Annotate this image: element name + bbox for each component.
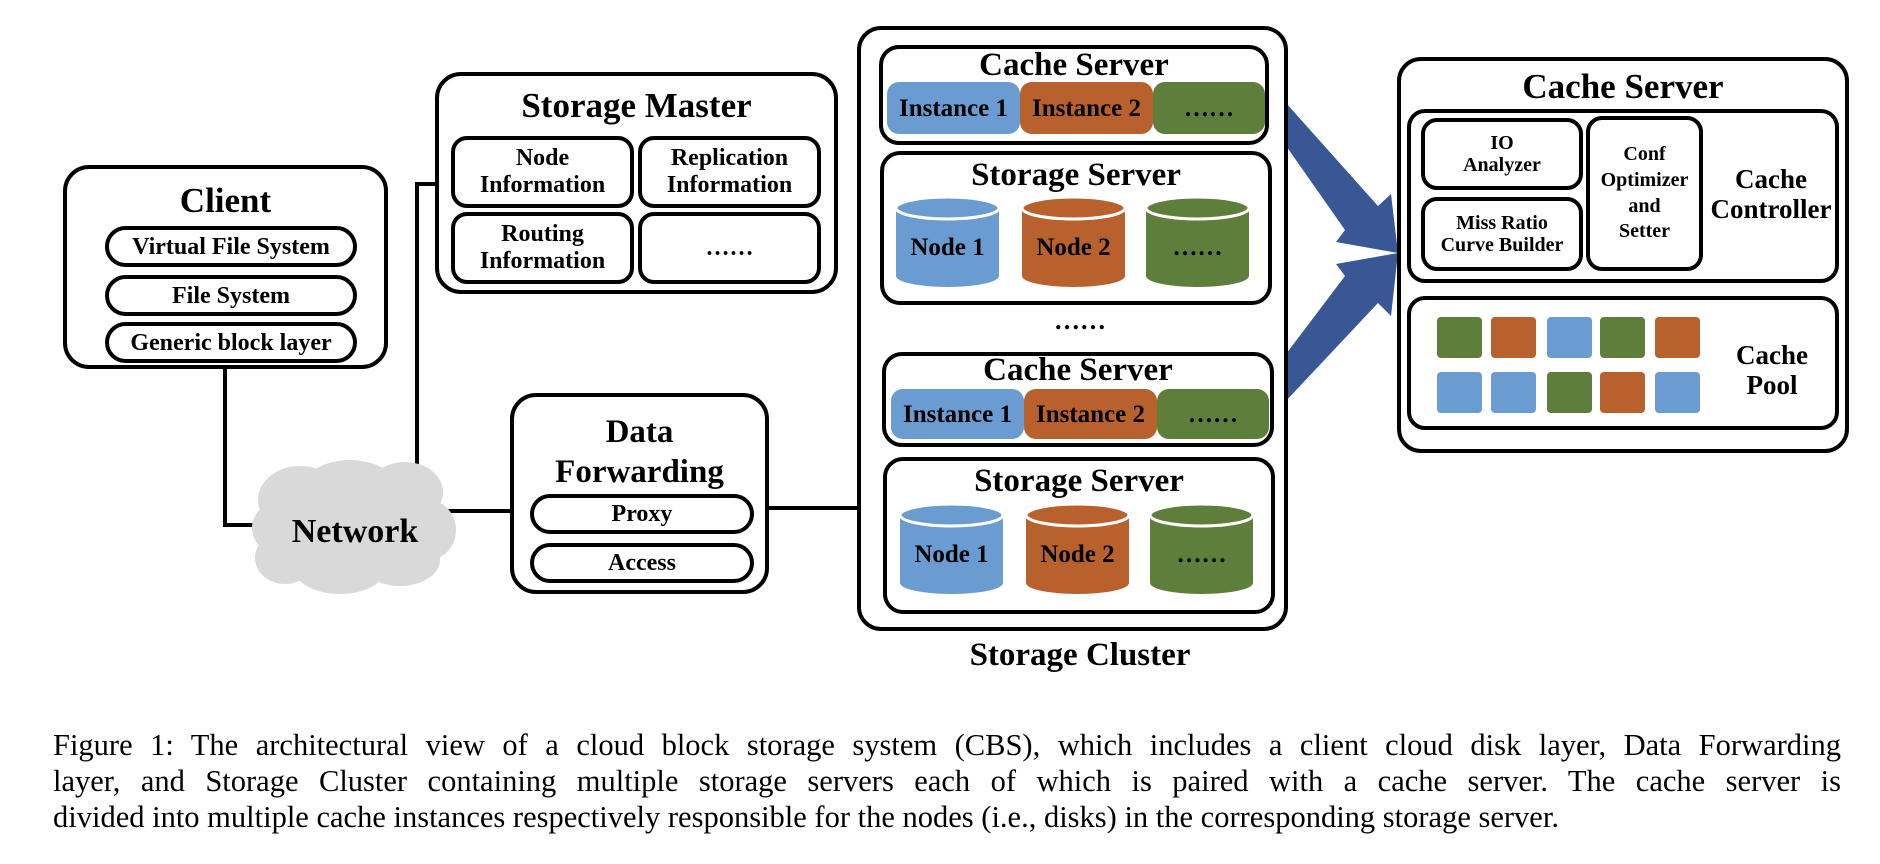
cylinder-top: [1024, 502, 1131, 528]
caption-line-1: Figure 1: The architectural view of a cl…: [53, 728, 1841, 762]
client-box: Client Virtual File System File System G…: [63, 165, 388, 369]
cylinder-body: [1150, 515, 1253, 594]
cylinder-body: [900, 515, 1003, 594]
cache-server-1-title: Cache Server: [979, 47, 1169, 83]
cache-block: [1600, 317, 1645, 358]
storage-node-cylinder-icon: Node 1: [894, 195, 1001, 287]
cache-block: [1655, 317, 1700, 358]
cylinder-top: [1020, 195, 1127, 221]
cluster-ellipsis: ……: [1054, 306, 1106, 335]
client-title: Client: [179, 181, 272, 220]
storage-cluster-label: Storage Cluster: [969, 637, 1191, 673]
replication-information-cell: Replication Information: [638, 136, 821, 208]
cache-server-2-title: Cache Server: [983, 352, 1173, 388]
data-forwarding-title: Data Forwarding: [555, 414, 724, 490]
storage-node-label: ……: [1177, 541, 1227, 568]
cache-server-1-instance-more: ……: [1153, 82, 1265, 134]
cache-block: [1437, 317, 1482, 358]
storage-server-1-title: Storage Server: [971, 157, 1181, 193]
storage-nodes: Node 1 Node 2 …… Node 1 Node 2 ……: [894, 195, 1255, 594]
cache-block: [1491, 372, 1536, 413]
proxy-item: Proxy: [530, 494, 754, 534]
storage-node-cylinder-icon: Node 2: [1024, 502, 1131, 594]
cylinder-top: [1144, 195, 1251, 221]
cache-server-2-instance-more: ……: [1157, 389, 1269, 439]
cache-block: [1547, 317, 1592, 358]
cylinder-top: [894, 195, 1001, 221]
storage-master-box: Storage Master Node Information Replicat…: [435, 72, 838, 294]
storage-node-label: ……: [1173, 234, 1223, 261]
storage-node-cylinder-icon: Node 2: [1020, 195, 1127, 287]
cluster-cache-server-2: Cache Server Instance 1 Instance 2 ……: [882, 352, 1274, 447]
cache-pool-label: Cache Pool: [1736, 340, 1808, 401]
mrc-builder-box: Miss Ratio Curve Builder: [1421, 197, 1583, 271]
cylinder-body: [896, 208, 999, 287]
caption-line-2: layer, and Storage Cluster containing mu…: [53, 764, 1841, 798]
cache-server-1-instance-1: Instance 1: [887, 82, 1020, 134]
storage-node-cylinder-icon: ……: [1148, 502, 1255, 594]
storage-server-2-title: Storage Server: [974, 463, 1184, 499]
storage-node-label: Node 2: [1036, 234, 1110, 261]
cache-block: [1547, 372, 1592, 413]
cache-block: [1600, 372, 1645, 413]
cylinder-top: [898, 502, 1005, 528]
conf-optimizer-box: Conf Optimizer and Setter: [1586, 116, 1703, 271]
cluster-cache-server-1: Cache Server Instance 1 Instance 2 ……: [879, 45, 1269, 145]
cache-server-1-instance-2: Instance 2: [1020, 82, 1153, 134]
cache-controller-label: Cache Controller: [1710, 164, 1832, 225]
caption-line-3: divided into multiple cache instances re…: [53, 800, 1559, 834]
cache-block: [1655, 372, 1700, 413]
client-network-link: [223, 368, 258, 527]
storage-master-title: Storage Master: [521, 86, 752, 125]
cylinder-body: [1022, 208, 1125, 287]
client-layer-vfs: Virtual File System: [105, 226, 357, 267]
cache-block: [1491, 317, 1536, 358]
storage-node-cylinder-icon: ……: [1144, 195, 1251, 287]
routing-information-cell: Routing Information: [451, 212, 634, 284]
storage-node-label: Node 2: [1040, 541, 1114, 568]
cache-server-2-instance-2: Instance 2: [1024, 389, 1157, 439]
storage-node-label: Node 1: [914, 541, 988, 568]
more-information-cell: ……: [638, 212, 821, 284]
storage-node-label: Node 1: [910, 234, 984, 261]
cylinder-body: [1026, 515, 1129, 594]
cache-server-2-instance-1: Instance 1: [891, 389, 1024, 439]
cylinder-top: [1148, 502, 1255, 528]
node-information-cell: Node Information: [451, 136, 634, 208]
data-forwarding-box: Data Forwarding Proxy Access: [510, 393, 769, 594]
network-master-link: [415, 182, 437, 470]
network-label: Network: [291, 513, 419, 550]
network-cloud-icon: [252, 460, 456, 594]
cache-server-detail-title: Cache Server: [1522, 67, 1724, 106]
arrow-to-cache-server-icon: [1263, 94, 1398, 403]
storage-node-cylinder-icon: Node 1: [898, 502, 1005, 594]
client-layer-block: Generic block layer: [105, 322, 357, 363]
cylinder-body: [1146, 208, 1249, 287]
access-item: Access: [530, 543, 754, 583]
figure-caption: Figure 1: The architectural view of a cl…: [53, 727, 1841, 835]
io-analyzer-box: IO Analyzer: [1421, 118, 1583, 190]
cache-block: [1437, 372, 1482, 413]
client-layer-fs: File System: [105, 275, 357, 316]
